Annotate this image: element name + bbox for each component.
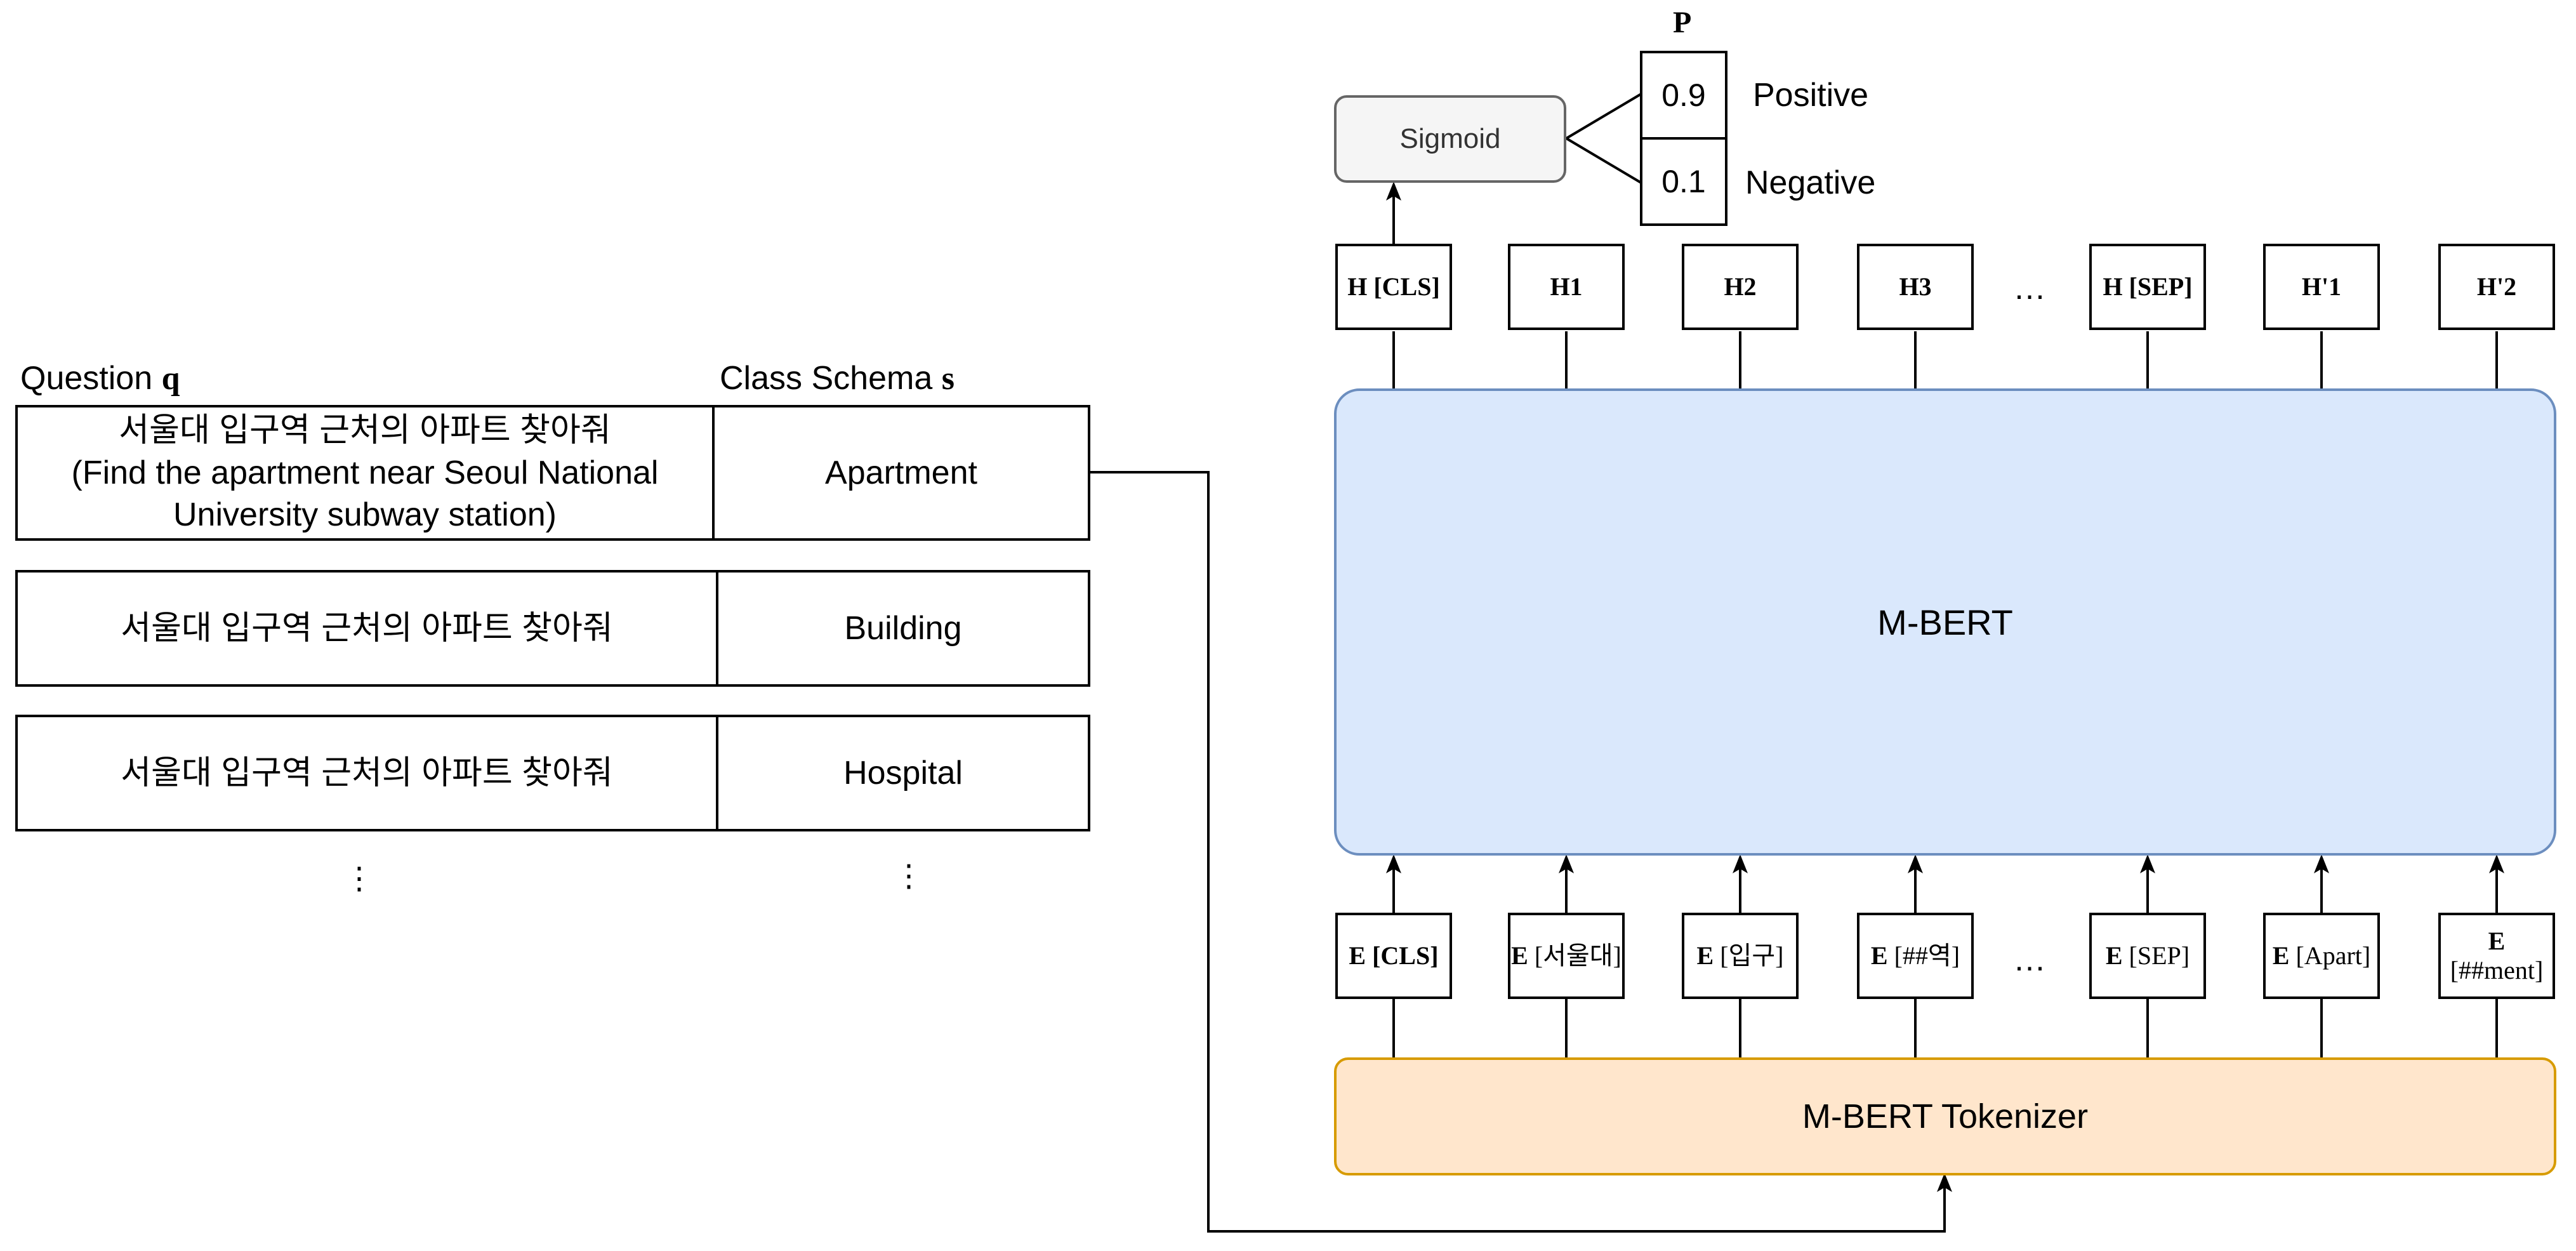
embedding-token-ipgu: E [입구] [1682, 913, 1799, 999]
question-cell-1: 서울대 입구역 근처의 아파트 찾아줘 (Find the apartment … [15, 405, 715, 541]
schema-cell-3: Hospital [716, 715, 1090, 831]
question-continuation: ⋮ [344, 861, 374, 896]
hidden-ellipsis: … [2013, 270, 2046, 307]
question-header: Question q [20, 360, 180, 397]
sigmoid-node: Sigmoid [1334, 95, 1566, 183]
schema-cell-1: Apartment [712, 405, 1090, 541]
schema-var: s [941, 361, 954, 397]
probability-header: P [1673, 6, 1692, 39]
embedding-token-cls: E [CLS] [1335, 913, 1452, 999]
mbert-encoder: M-BERT [1334, 388, 2556, 856]
hidden-token-prime-1: H'1 [2263, 244, 2380, 330]
mbert-tokenizer: M-BERT Tokenizer [1334, 1057, 2556, 1175]
schema-continuation: ⋮ [894, 858, 924, 894]
hidden-token-1: H1 [1508, 244, 1625, 330]
hidden-token-cls: H [CLS] [1335, 244, 1452, 330]
hidden-token-prime-2: H'2 [2438, 244, 2555, 330]
sigmoid-to-positive [1565, 93, 1642, 140]
input-connector [1090, 471, 1952, 1233]
question-cell-3: 서울대 입구역 근처의 아파트 찾아줘 [15, 715, 718, 831]
probability-positive-cell: 0.9 [1640, 51, 1727, 140]
probability-negative-cell: 0.1 [1640, 137, 1727, 226]
schema-cell-2: Building [716, 570, 1090, 687]
hidden-token-sep: H [SEP] [2089, 244, 2206, 330]
embedding-token-yeok: E [##역] [1857, 913, 1974, 999]
embedding-token-apart: E [Apart] [2263, 913, 2380, 999]
embedding-ellipsis: … [2013, 941, 2046, 978]
embedding-token-seoul: E [서울대] [1508, 913, 1625, 999]
hidden-token-2: H2 [1682, 244, 1799, 330]
hidden-token-3: H3 [1857, 244, 1974, 330]
question-var: q [161, 361, 180, 397]
question-cell-2: 서울대 입구역 근처의 아파트 찾아줘 [15, 570, 718, 687]
embedding-token-sep: E [SEP] [2089, 913, 2206, 999]
embedding-token-ment: E[##ment] [2438, 913, 2555, 999]
positive-label: Positive [1753, 77, 1869, 114]
negative-label: Negative [1745, 164, 1876, 201]
sigmoid-to-negative [1565, 137, 1642, 184]
schema-header: Class Schema s [720, 360, 954, 397]
